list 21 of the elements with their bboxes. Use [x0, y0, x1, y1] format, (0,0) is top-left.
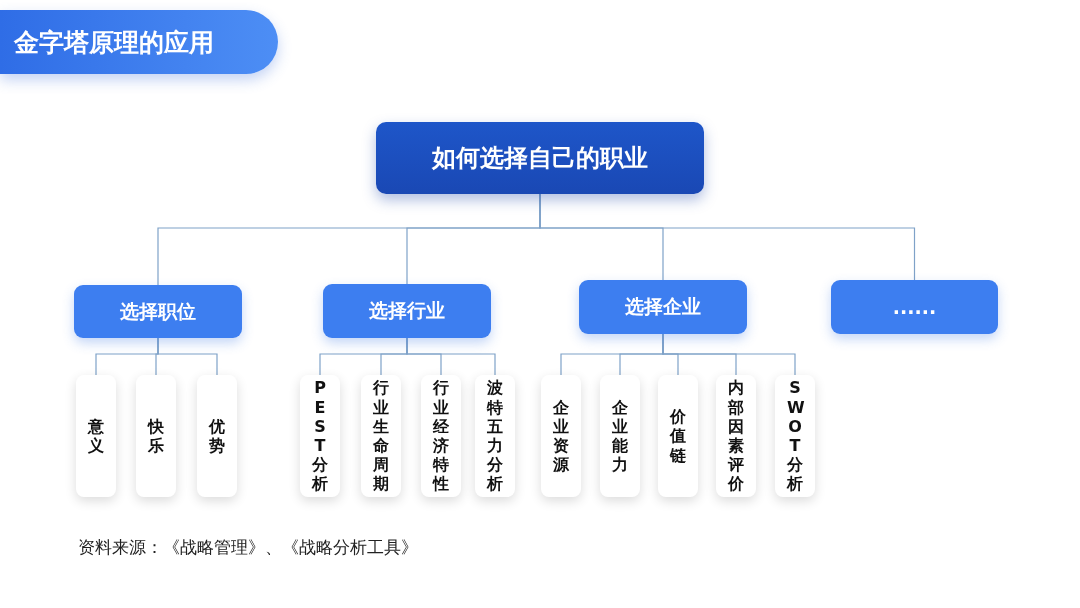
category-box: ...... [831, 280, 998, 334]
leaf-card: 波特五力分析 [475, 375, 515, 497]
connector-line [406, 337, 496, 376]
leaf-card: 意义 [76, 375, 116, 497]
category-box: 选择职位 [74, 285, 242, 338]
category-box: 选择企业 [579, 280, 747, 334]
leaf-card: 价值链 [658, 375, 698, 497]
category-box: 选择行业 [323, 284, 491, 338]
leaf-card: 企业能力 [600, 375, 640, 497]
leaf-card: 优势 [197, 375, 237, 497]
leaf-card: 企业资源 [541, 375, 581, 497]
title-banner: 金字塔原理的应用 [0, 10, 278, 74]
connector-line [157, 337, 218, 376]
leaf-card: 内部因素评价 [716, 375, 756, 497]
leaf-card: SWOT分析 [775, 375, 815, 497]
source-caption: 资料来源：《战略管理》、《战略分析工具》 [78, 536, 418, 559]
leaf-card: 行业经济特性 [421, 375, 461, 497]
leaf-card: 快乐 [136, 375, 176, 497]
root-box: 如何选择自己的职业 [376, 122, 704, 194]
leaf-card: 行业生命周期 [361, 375, 401, 497]
leaf-card: PEST分析 [300, 375, 340, 497]
